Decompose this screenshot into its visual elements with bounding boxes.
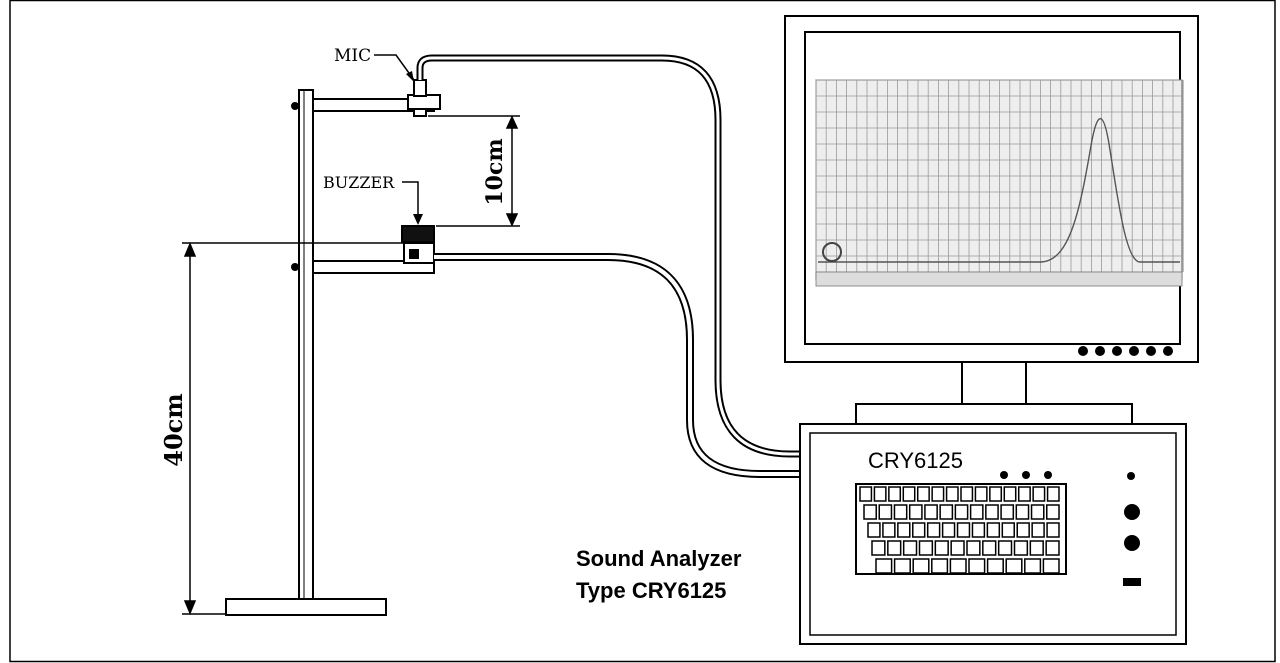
monitor-button-icon [1078, 346, 1088, 356]
mic-cable [416, 54, 802, 458]
mic-label: MIC [334, 46, 371, 66]
knob-icon [1124, 504, 1140, 520]
microphone [413, 79, 427, 97]
monitor-button-icon [1112, 346, 1122, 356]
caption-line2: Type CRY6125 [576, 578, 726, 603]
mic-leader [374, 54, 415, 81]
buzzer-label: BUZZER [323, 173, 395, 192]
monitor [784, 15, 1199, 425]
stand [225, 89, 441, 616]
frequency-response-curve [818, 117, 1180, 263]
diagram-frame [9, 0, 1276, 663]
buzzer-leader [402, 181, 419, 222]
console-indicator-icon [1044, 471, 1052, 479]
screen-logo-icon [822, 242, 842, 262]
monitor-button-icon [1095, 346, 1105, 356]
monitor-buttons [1078, 346, 1173, 356]
monitor-button-icon [1163, 346, 1173, 356]
dimension-10cm-label: 10cm [482, 138, 508, 205]
monitor-button-icon [1146, 346, 1156, 356]
caption-line1: Sound Analyzer [576, 546, 742, 571]
console-indicator-icon [1022, 471, 1030, 479]
keyboard-icon [855, 483, 1067, 575]
knob-icon [1124, 535, 1140, 551]
dimension-40cm [182, 242, 404, 615]
dimension-10cm [428, 115, 520, 227]
buzzer [401, 225, 435, 243]
analyzer-console: CRY6125 [799, 423, 1187, 645]
power-led-icon [1127, 472, 1135, 480]
device-model-label: CRY6125 [868, 448, 963, 473]
dimension-40cm-label: 40cm [159, 393, 188, 466]
usb-port-icon [1123, 578, 1141, 586]
stand-pole [298, 89, 314, 600]
monitor-button-icon [1129, 346, 1139, 356]
screen-graph [815, 79, 1184, 287]
console-indicator-icon [1000, 471, 1008, 479]
buzzer-cable [434, 253, 802, 478]
stand-base [225, 598, 387, 616]
